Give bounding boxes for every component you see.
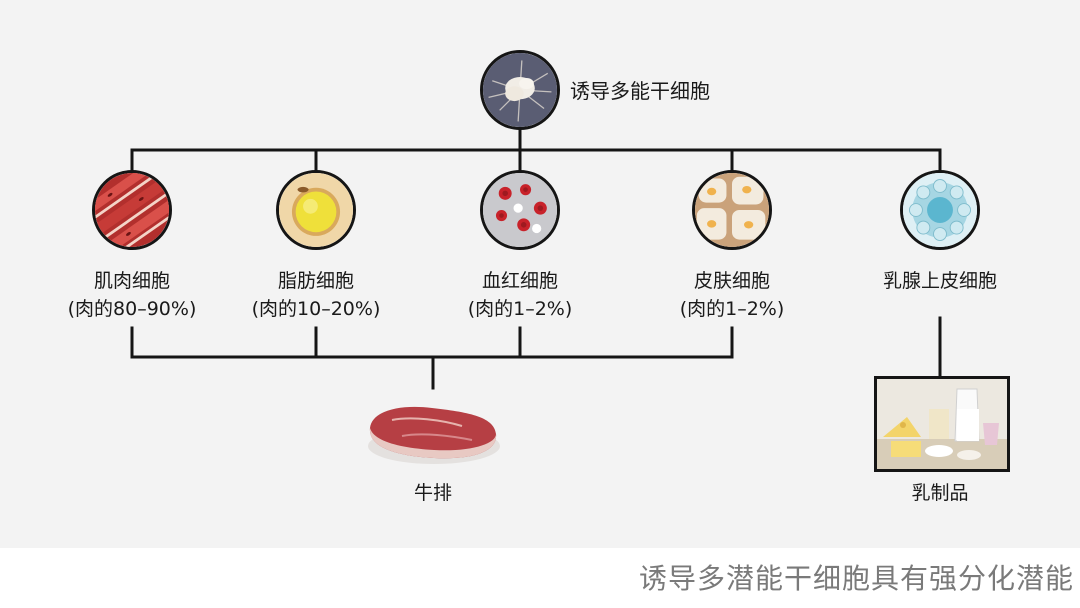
- mammary-epithelial-cell-icon: [900, 170, 980, 250]
- fat-cell-icon: [276, 170, 356, 250]
- cell-share-muscle: (肉的80–90%): [67, 298, 197, 320]
- cell-share-skin: (肉的1–2%): [679, 298, 785, 320]
- cell-share-blood: (肉的1–2%): [467, 298, 573, 320]
- cell-share-fat: (肉的10–20%): [251, 298, 381, 320]
- muscle-cell-icon: [92, 170, 172, 250]
- red-blood-cell-icon: [480, 170, 560, 250]
- cell-name-muscle: 肌肉细胞: [93, 270, 171, 292]
- dairy-products-icon: [874, 376, 1010, 472]
- skin-cell-icon: [692, 170, 772, 250]
- steak-icon: [368, 406, 500, 464]
- caption: 诱导多潜能干细胞具有强分化潜能: [638, 562, 1074, 595]
- dairy-label: 乳制品: [911, 482, 969, 504]
- cell-name-blood: 血红细胞: [481, 270, 559, 292]
- cell-name-fat: 脂肪细胞: [277, 270, 355, 292]
- cell-name-mammary: 乳腺上皮细胞: [882, 270, 998, 292]
- cell-name-skin: 皮肤细胞: [693, 270, 771, 292]
- steak-label: 牛排: [413, 482, 453, 504]
- root-label: 诱导多能干细胞: [570, 79, 710, 103]
- stem-cell-icon: [480, 50, 560, 130]
- connector-lines: [130, 128, 942, 390]
